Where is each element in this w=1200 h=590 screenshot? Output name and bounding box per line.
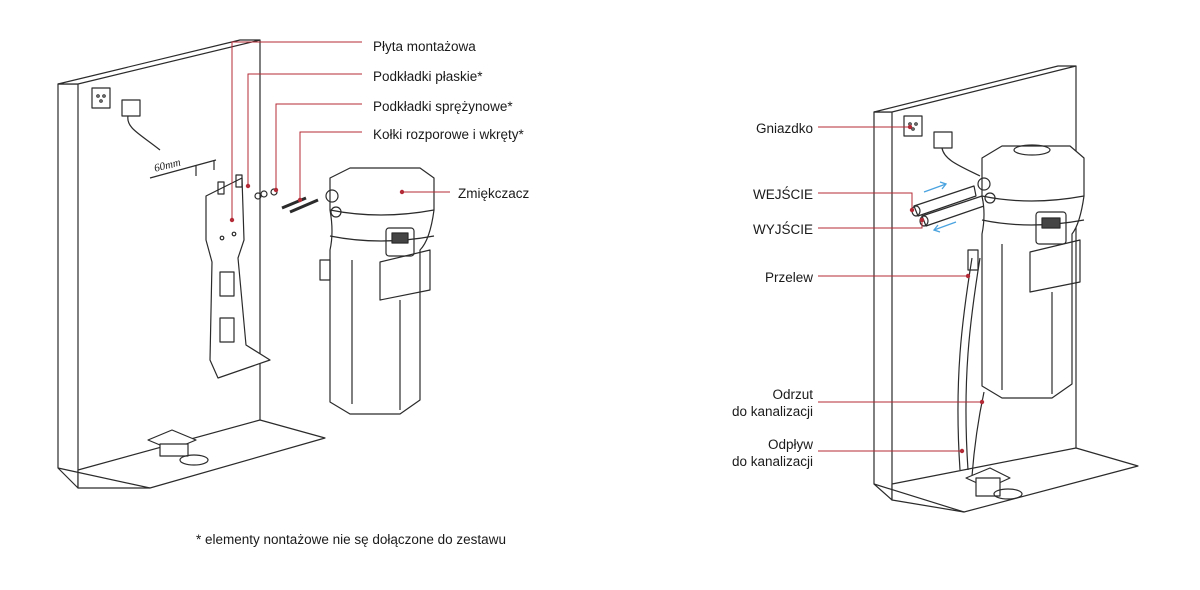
label-overflow: Przelew — [764, 270, 813, 285]
softener-unit-left — [319, 167, 435, 415]
footnote: * elementy nontażowe nie sę dołączone do… — [196, 532, 506, 547]
wall-socket-right-icon — [903, 115, 923, 137]
label-inlet: WEJŚCIE — [752, 187, 813, 202]
label-discharge-line2: do kanalizacji — [731, 404, 813, 419]
label-anchors-screws: Kołki rozporowe i wkręty* — [373, 127, 524, 142]
drain-hose — [957, 257, 985, 477]
mounting-plate — [205, 174, 271, 379]
label-softener: Zmiękczacz — [458, 186, 530, 201]
floor-drain-left — [147, 429, 209, 466]
label-flat-washers: Podkładki płaskie* — [373, 69, 483, 84]
label-outlet: WYJŚCIE — [752, 222, 813, 237]
label-discharge-line1: Odrzut — [772, 387, 813, 402]
label-socket: Gniazdko — [755, 121, 813, 136]
label-drain-line2: do kanalizacji — [731, 454, 813, 469]
power-adapter-right-icon — [933, 131, 981, 177]
leader-dots — [229, 124, 985, 454]
flow-arrows — [923, 181, 957, 233]
left-wall — [57, 39, 326, 489]
dimension-marker — [149, 159, 217, 179]
right-wall — [873, 65, 1139, 513]
label-drain-line1: Odpływ — [767, 437, 813, 452]
label-mounting-plate: Płyta montażowa — [373, 39, 476, 54]
floor-drain-right — [965, 467, 1023, 500]
washers-and-screws — [254, 188, 319, 214]
softener-unit-right — [967, 144, 1085, 399]
wall-socket-icon — [91, 87, 111, 109]
leader-lines — [231, 41, 982, 452]
power-adapter-icon — [121, 99, 161, 151]
label-spring-washers: Podkładki sprężynowe* — [373, 99, 513, 114]
